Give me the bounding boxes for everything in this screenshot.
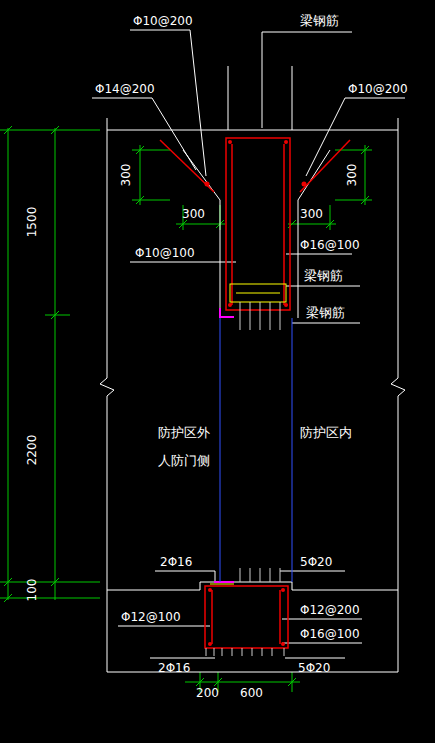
drawing-label: 5Φ20 — [298, 661, 330, 675]
drawing-label: 300 — [300, 207, 323, 221]
drawing-label: Φ14@200 — [95, 82, 155, 96]
drawing-label: 200 — [196, 686, 219, 700]
drawing-label: 300 — [119, 164, 133, 187]
drawing-label: 300 — [345, 164, 359, 187]
drawing-label: Φ10@200 — [348, 82, 408, 96]
drawing-label: 梁钢筋 — [300, 13, 339, 28]
drawing-label: Φ10@100 — [135, 246, 195, 260]
drawing-label: 防护区外 — [158, 425, 210, 440]
drawing-label: Φ16@100 — [300, 238, 360, 252]
drawing-label: Φ12@200 — [300, 603, 360, 617]
opening-lines — [220, 318, 292, 582]
drawing-label: 2Φ16 — [158, 661, 190, 675]
drawing-label: 梁钢筋 — [304, 268, 343, 283]
leader-lines — [92, 30, 405, 658]
drawing-label: 梁钢筋 — [306, 305, 345, 320]
drawing-label: 300 — [182, 207, 205, 221]
drawing-label: 5Φ20 — [300, 555, 332, 569]
drawing-label: 100 — [25, 579, 39, 602]
drawing-label: Φ16@100 — [300, 627, 360, 641]
drawing-label: Φ10@200 — [133, 14, 193, 28]
bar-ends — [206, 302, 284, 656]
drawing-label: 1500 — [25, 207, 39, 238]
drawing-label: 2200 — [25, 435, 39, 466]
drawing-label: 600 — [240, 686, 263, 700]
magenta-marks — [214, 308, 234, 582]
drawing-label: 人防门侧 — [158, 453, 210, 468]
rebar-dots — [205, 140, 307, 646]
drawing-label: Φ12@100 — [121, 610, 181, 624]
drawing-label: 防护区内 — [300, 425, 352, 440]
rebar — [160, 138, 350, 648]
yellow-bars — [210, 284, 286, 584]
drawing-label: 2Φ16 — [160, 555, 192, 569]
dimension-lines — [0, 126, 372, 692]
concrete-outline — [100, 66, 405, 672]
